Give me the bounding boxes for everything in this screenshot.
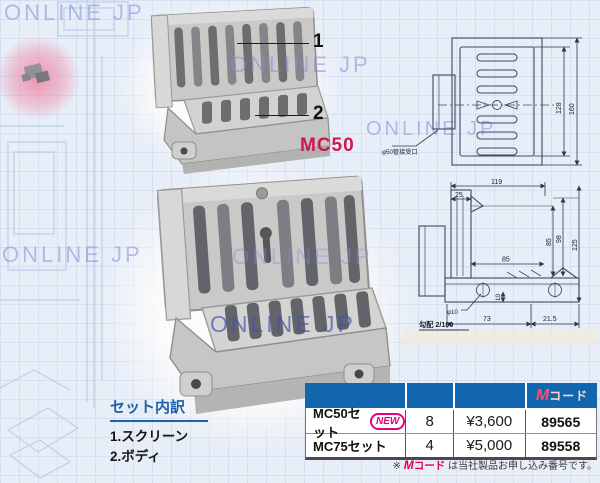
dim-98: 98 bbox=[556, 235, 563, 243]
table-row-mc50: MC50セット NEW 8 ¥3,600 89565 bbox=[306, 406, 597, 440]
keyhole bbox=[259, 227, 272, 264]
technical-drawing-top-view: 128 160 φ50管接受口 bbox=[382, 37, 582, 166]
mcode-cell: 89558 bbox=[524, 434, 597, 457]
callout-number-2: 2 bbox=[313, 103, 324, 124]
mcode-cell: 89565 bbox=[524, 410, 597, 433]
footnote-prefix: ※ bbox=[392, 461, 404, 472]
dim-73: 73 bbox=[483, 316, 491, 323]
callout-line-2 bbox=[255, 115, 309, 116]
dim-21-5: 21.5 bbox=[543, 316, 557, 323]
callout-number-1: 1 bbox=[313, 31, 324, 52]
dim-phi10: φ10 bbox=[447, 309, 458, 316]
technical-drawing-side-view: 119 25 85 98 125 85 10 φ10 73 21.5 勾配 2/… bbox=[418, 179, 582, 331]
dim-125: 125 bbox=[572, 239, 579, 251]
set-contents-block: セット内訳 1.スクリーン 2.ボディ bbox=[110, 396, 208, 468]
drain-slots bbox=[476, 53, 518, 156]
dim-outer-height: 160 bbox=[569, 103, 576, 115]
footnote-mcode-m: M bbox=[403, 458, 414, 472]
title-underline bbox=[110, 420, 208, 422]
screw-head bbox=[256, 187, 269, 200]
product-name-cell: MC50セット NEW bbox=[306, 406, 406, 440]
header-price-cell bbox=[453, 383, 525, 408]
dim-10: 10 bbox=[495, 294, 502, 301]
mcode-m-glyph: M bbox=[535, 386, 550, 404]
dim-width-119: 119 bbox=[491, 179, 502, 186]
price-cell: ¥5,000 bbox=[453, 434, 525, 457]
dim-inner-height: 128 bbox=[556, 102, 563, 114]
screen-slots bbox=[174, 21, 305, 88]
footnote-text: は当社製品お申し込み番号です。 bbox=[445, 461, 597, 472]
qty-cell: 8 bbox=[405, 410, 453, 433]
set-item-body: 2.ボディ bbox=[110, 449, 161, 465]
price-cell: ¥3,600 bbox=[453, 410, 525, 433]
product-photo-large bbox=[156, 175, 391, 414]
product-name: MC50セット bbox=[313, 405, 361, 440]
slope-label: 勾配 2/100 bbox=[419, 320, 453, 329]
dim-25: 25 bbox=[455, 192, 463, 199]
set-contents-title: セット内訳 bbox=[110, 399, 186, 416]
model-label: MC50 bbox=[300, 135, 355, 156]
pipe-socket-label: φ50管接受口 bbox=[382, 148, 418, 156]
product-photo-small bbox=[150, 6, 331, 174]
header-qty-cell bbox=[405, 383, 453, 408]
grate-slots bbox=[224, 291, 371, 342]
mcode-footnote: ※ Mコード は当社製品お申し込み番号です。 bbox=[305, 457, 597, 473]
table-row-mc75: MC75セット 4 ¥5,000 89558 bbox=[306, 433, 596, 457]
cad-connector-part bbox=[21, 63, 51, 84]
set-item-screen: 1.スクリーン bbox=[110, 429, 189, 444]
qty-cell: 4 bbox=[405, 434, 453, 457]
grate-slots bbox=[202, 93, 307, 124]
product-name-cell: MC75セット bbox=[306, 434, 405, 457]
footnote-mcode-label: コード bbox=[413, 460, 446, 472]
table-body: MC50セット NEW 8 ¥3,600 89565 MC75セット 4 ¥5,0… bbox=[305, 406, 597, 460]
page-tint-band bbox=[402, 330, 598, 346]
product-name: MC75セット bbox=[313, 439, 387, 454]
dim-85-vertical: 85 bbox=[546, 238, 553, 246]
new-badge: NEW bbox=[370, 413, 406, 430]
callout-line-1 bbox=[237, 43, 309, 44]
mcode-label: コード bbox=[549, 389, 589, 403]
screen-slots bbox=[193, 195, 361, 294]
dim-85-horizontal: 85 bbox=[502, 257, 510, 264]
